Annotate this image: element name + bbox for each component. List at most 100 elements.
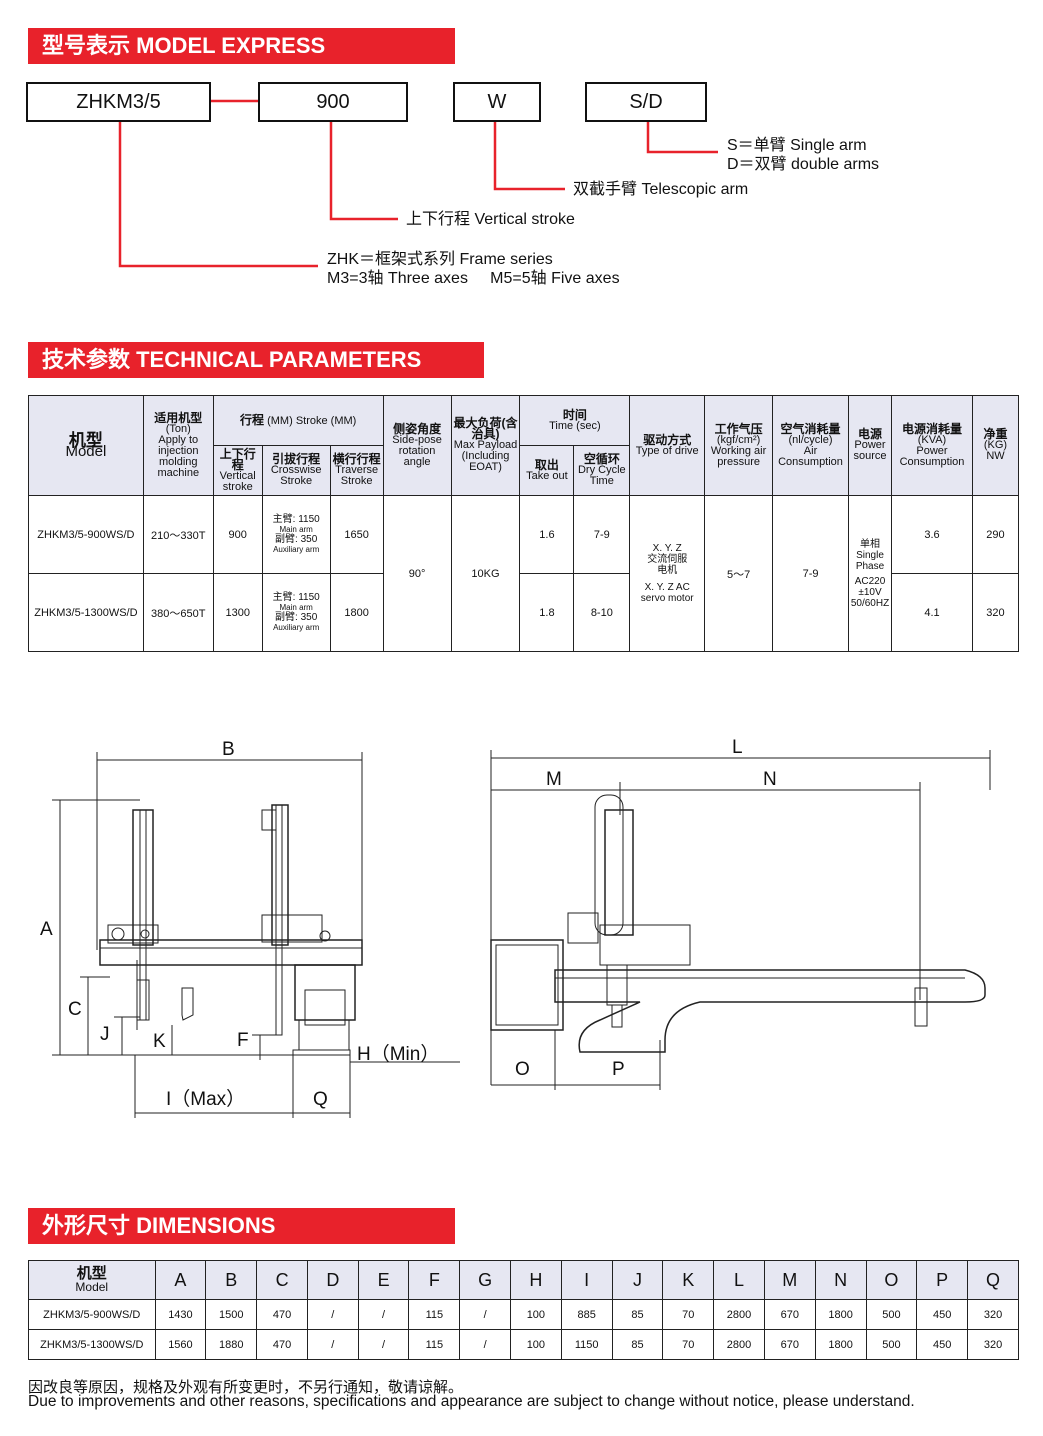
dim-cell: 1800 [814,1329,867,1360]
dim-col-e: E [357,1260,410,1300]
dim-cell: 85 [611,1299,664,1330]
dim-cell: 2800 [713,1329,765,1360]
section-title-model-express: 型号表示 MODEL EXPRESS [28,28,455,64]
dim-label-p: P [612,1059,625,1080]
dim-cell: 320 [967,1299,1019,1330]
dim-cell: 470 [256,1329,308,1360]
dim-col-i: I [560,1260,613,1300]
dim-col-k: K [662,1260,715,1300]
dim-cell: 1560 [154,1329,207,1360]
dim-cell: 1430 [154,1299,207,1330]
footer-note-cn: 因改良等原因，规格及外观有所变更时，不另行通知，敬请谅解。 [28,1379,464,1396]
dim-cell: 115 [408,1329,461,1360]
dim-cell: 2800 [713,1299,765,1330]
dim-cell: 70 [662,1329,715,1360]
model-series-box: ZHKM3/5 [26,82,211,122]
dim-cell: 670 [763,1299,816,1330]
dim-cell: / [459,1299,511,1330]
dim-col-h: H [509,1260,562,1300]
th-stroke: 行程 (MM) Stroke (MM) [212,395,384,446]
dim-label-i: I（Max） [166,1089,246,1110]
dim-cell: / [459,1329,511,1360]
dim-cell: 670 [763,1329,816,1360]
dim-label-q: Q [313,1089,328,1110]
model-stroke-box: 900 [258,82,408,122]
model-type-box: S/D [585,82,707,122]
dim-row-model: ZHKM3/5-900WS/D [28,1299,156,1330]
dim-cell: 100 [509,1299,562,1330]
dim-cell: 100 [509,1329,562,1360]
dim-row-model: ZHKM3/5-1300WS/D [28,1329,156,1360]
dim-label-j: J [100,1024,110,1045]
dim-cell: / [306,1329,359,1360]
dim-cell: 1500 [205,1299,258,1330]
type-note-single: S＝单臂 Single arm [727,137,867,154]
model-arm-box: W [453,82,541,122]
dim-label-l: L [732,737,743,758]
type-note-double: D＝双臂 double arms [727,156,880,173]
dim-col-d: D [306,1260,359,1300]
dim-cell: 1800 [814,1299,867,1330]
dim-label-b: B [222,739,235,760]
dim-cell: 450 [916,1329,969,1360]
dim-cell: 70 [662,1299,715,1330]
dim-cell: 450 [916,1299,969,1330]
dim-cell: 885 [560,1299,613,1330]
section-title-dimensions: 外形尺寸 DIMENSIONS [28,1208,455,1244]
th-air: 工作气压(kgf/cm²)Working air pressure [704,395,774,496]
series-note-axes: M3=3轴 Three axes M5=5轴 Five axes [327,270,620,287]
series-note-frame: ZHK＝框架式系列 Frame series [327,251,553,268]
dim-label-c: C [68,999,82,1020]
model-code-connectors [118,99,718,268]
dim-label-o: O [515,1059,530,1080]
dim-col-j: J [611,1260,664,1300]
dim-cell: 500 [865,1329,918,1360]
th-payload: 最大负荷(含治具)Max Payload (Including EOAT) [450,395,521,496]
dim-label-n: N [763,769,777,790]
dim-col-f: F [408,1260,461,1300]
dimension-drawings [52,750,991,1118]
dim-cell: 115 [408,1299,461,1330]
th-consumption: 空气消耗量(nl/cycle)Air Consumption [772,395,850,496]
dim-cell: / [357,1299,410,1330]
dim-col-l: L [713,1260,765,1300]
dim-col-b: B [205,1260,258,1300]
dim-cell: 500 [865,1299,918,1330]
dim-col-a: A [154,1260,207,1300]
footer-note-en: Due to improvements and other reasons, s… [28,1393,915,1410]
th-apply: 适用机型(Ton)Apply to injection molding mach… [142,395,214,496]
dim-cell: / [306,1299,359,1330]
dim-col-p: P [916,1260,969,1300]
th-nw: 净重(KG)NW [971,395,1020,496]
section-title-technical: 技术参数 TECHNICAL PARAMETERS [28,342,484,378]
dim-col-q: Q [967,1260,1019,1300]
dim-label-k: K [153,1031,166,1052]
dim-cell: 85 [611,1329,664,1360]
stroke-note: 上下行程 Vertical stroke [406,211,575,228]
dim-label-f: F [237,1030,249,1051]
dim-col-o: O [865,1260,918,1300]
dim-label-m: M [546,769,562,790]
dim-cell: 1150 [560,1329,613,1360]
dim-col-m: M [763,1260,816,1300]
dim-cell: 1880 [205,1329,258,1360]
dim-col-c: C [256,1260,308,1300]
dim-cell: 470 [256,1299,308,1330]
dim-label-a: A [40,919,53,940]
